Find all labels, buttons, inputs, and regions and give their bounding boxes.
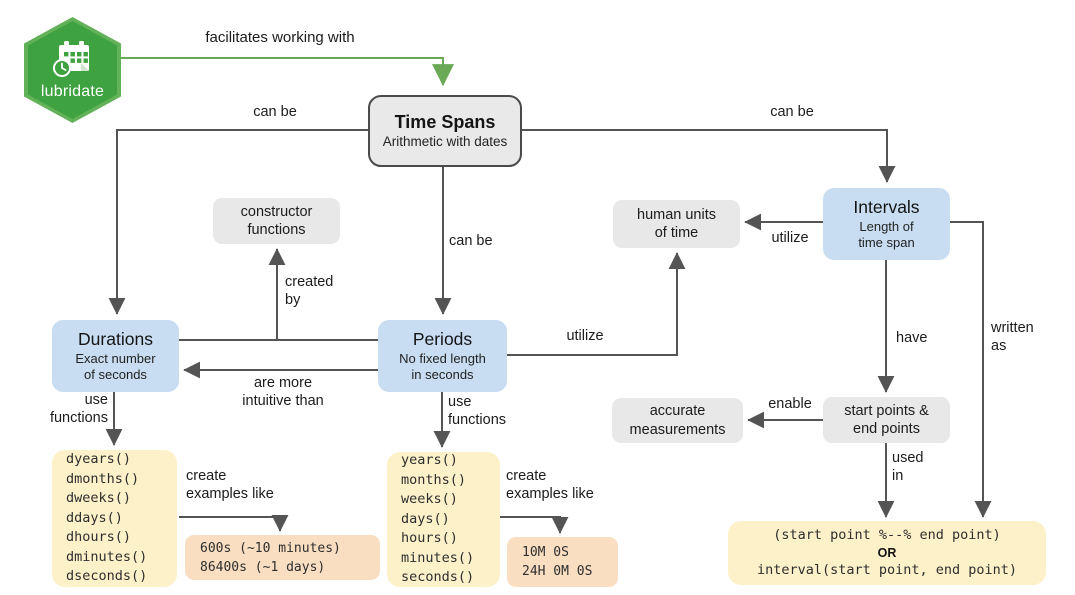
node-period-functions: years() months() weeks() days() hours() … (387, 452, 500, 587)
node-accurate-measurements: accurate measurements (612, 398, 743, 443)
interval-notation-line1: (start point %--% end point) (773, 526, 1001, 543)
edge-label-can-be-mid: can be (449, 233, 493, 249)
time-spans-subtitle: Arithmetic with dates (382, 134, 508, 150)
edge-written-as (950, 221, 992, 518)
duration-functions-list: dyears() dmonths() dweeks() ddays() dhou… (66, 451, 148, 585)
edge-label-create-examples-durations: create examples like (186, 468, 274, 502)
lubridate-label: lubridate (40, 83, 105, 100)
periods-title: Periods (412, 329, 473, 350)
periods-subtitle: No fixed length in seconds (399, 351, 486, 383)
edge-label-can-be-left: can be (253, 104, 297, 120)
period-functions-list: years() months() weeks() days() hours() … (401, 452, 475, 586)
edge-label-can-be-right: can be (770, 104, 814, 120)
human-units-label: human units of time (637, 206, 716, 241)
edge-label-create-examples-periods: create examples like (506, 468, 594, 502)
edge-label-used-in: used in (892, 450, 924, 484)
node-constructor-functions: constructor functions (213, 198, 340, 244)
edge-label-have: have (896, 330, 928, 346)
lubridate-logo: lubridate (24, 17, 121, 123)
period-examples-list: 10M 0S 24H 0M 0S (522, 545, 593, 579)
node-start-end-points: start points & end points (823, 397, 950, 443)
node-durations: Durations Exact number of seconds (52, 320, 179, 392)
edge-label-use-functions-durations: use functions (49, 392, 108, 426)
node-duration-examples: 600s (~10 minutes) 86400s (~1 days) (185, 535, 380, 580)
time-spans-title: Time Spans (394, 111, 496, 132)
node-intervals: Intervals Length of time span (823, 188, 950, 260)
edge-label-utilize-periods: utilize (566, 328, 604, 344)
edge-label-facilitates: facilitates working with (205, 29, 355, 46)
duration-examples-list: 600s (~10 minutes) 86400s (~1 days) (200, 540, 341, 575)
edge-utilize-periods (507, 252, 686, 356)
edge-label-utilize-intervals: utilize (771, 230, 809, 246)
node-interval-notation: (start point %--% end point) OR interval… (728, 521, 1046, 585)
node-duration-functions: dyears() dmonths() dweeks() ddays() dhou… (52, 450, 177, 587)
intervals-subtitle: Length of time span (858, 219, 915, 251)
durations-title: Durations (78, 329, 153, 350)
edge-label-written-as: written as (991, 320, 1034, 354)
intervals-title: Intervals (853, 197, 920, 218)
accurate-measurements-label: accurate measurements (629, 403, 726, 438)
durations-subtitle: Exact number of seconds (75, 351, 156, 383)
node-periods: Periods No fixed length in seconds (378, 320, 507, 392)
node-human-units: human units of time (613, 200, 740, 248)
edge-label-more-intuitive: are more intuitive than (242, 375, 324, 409)
edge-label-use-functions-periods: use functions (448, 394, 507, 428)
interval-notation-or: OR (877, 545, 897, 560)
edge-create-examples-periods (500, 516, 569, 534)
edge-label-created-by: created by (285, 274, 334, 308)
edge-facilitates (118, 57, 454, 87)
node-period-examples: 10M 0S 24H 0M 0S (507, 537, 618, 587)
interval-notation-line2: interval(start point, end point) (756, 562, 1018, 579)
start-end-points-label: start points & end points (844, 402, 929, 437)
calendar-clock-icon (52, 41, 89, 77)
edge-can-be-right (518, 129, 896, 183)
edge-can-be-left (108, 129, 368, 315)
edge-create-examples-durations (179, 514, 289, 532)
constructor-functions-label: constructor functions (240, 203, 313, 238)
node-time-spans: Time Spans Arithmetic with dates (368, 95, 522, 167)
edge-label-enable: enable (768, 396, 812, 412)
